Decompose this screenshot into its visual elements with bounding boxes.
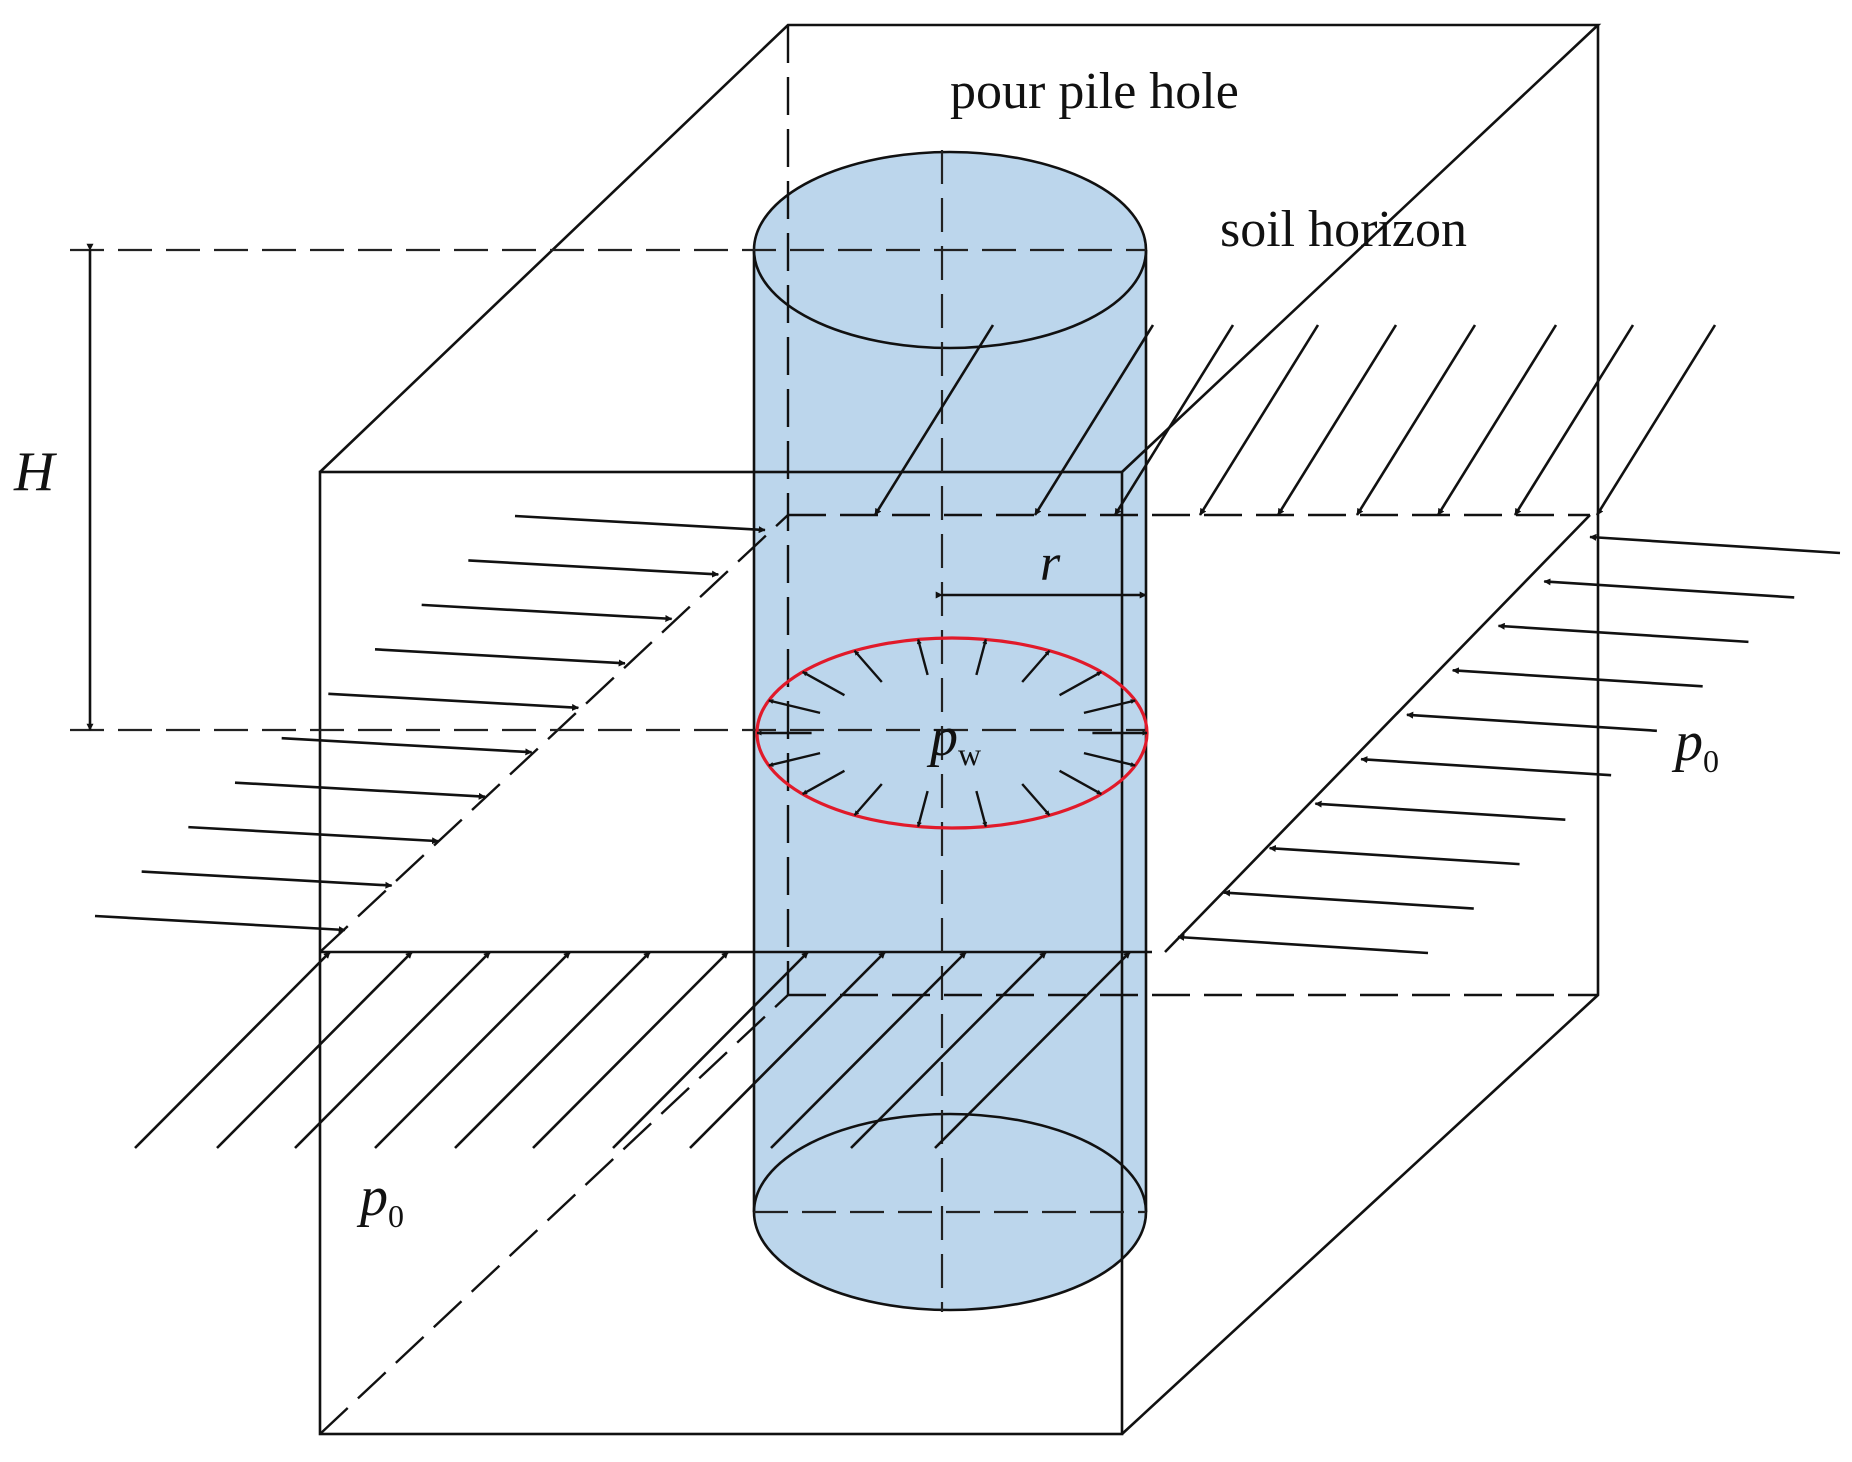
p0-arrow: [188, 825, 440, 845]
p0-arrow: [1268, 845, 1520, 866]
pw-arrow: [1083, 751, 1136, 767]
p0-right-sub: 0: [1703, 743, 1719, 779]
pw-arrow: [802, 670, 846, 697]
p0-arrow: [374, 951, 571, 1149]
pw-label-main: p: [926, 706, 958, 768]
p0-arrow: [141, 870, 393, 889]
p0-arrow: [468, 559, 720, 578]
p0-arrow: [1589, 533, 1841, 555]
p0-arrow: [374, 648, 626, 667]
pw-arrow: [916, 638, 929, 676]
pw-arrows: [756, 638, 1148, 828]
pw-arrow: [1058, 670, 1102, 697]
p0-arrow: [454, 951, 651, 1149]
pw-arrow: [853, 649, 883, 683]
p0-arrow: [1360, 756, 1612, 777]
p0-arrow: [1314, 800, 1566, 821]
p0-arrows-right: [1177, 533, 1841, 955]
p0-arrow: [94, 914, 346, 934]
cavity: [755, 636, 1149, 830]
pour-pile-hole-label: pour pile hole: [950, 63, 1239, 120]
p0-arrow: [1276, 324, 1398, 516]
p0-arrow: [216, 951, 413, 1149]
pw-arrow: [768, 699, 821, 715]
p0-left-main: p: [356, 1166, 388, 1228]
pw-arrow: [768, 751, 821, 767]
p0-arrow: [934, 951, 1131, 1149]
soil-horizon-label: soil horizon: [1220, 201, 1467, 258]
p0-arrows-back: [873, 324, 1717, 516]
p0-arrow: [770, 951, 967, 1149]
p0-arrow: [873, 324, 995, 516]
slice-plane: [319, 513, 1591, 954]
p0-arrow: [850, 951, 1047, 1149]
p0-left-sub: 0: [388, 1198, 404, 1234]
p0-arrow: [1355, 324, 1477, 516]
p0-arrow: [1198, 324, 1320, 516]
p0-arrow: [532, 951, 729, 1149]
p0-right-label: p0: [1671, 711, 1719, 779]
p0-arrow: [1595, 324, 1717, 516]
p0-right-main: p: [1671, 711, 1703, 773]
p0-arrow: [134, 951, 331, 1149]
p0-arrow: [514, 514, 766, 534]
p0-arrow: [1113, 324, 1235, 516]
p0-arrow: [421, 603, 673, 623]
hidden-bottom-edge: [319, 994, 789, 1435]
pw-arrow: [853, 783, 883, 817]
p0-arrow: [294, 951, 491, 1149]
p0-arrow: [612, 951, 809, 1149]
p0-arrow: [1513, 324, 1635, 516]
pw-label: pw: [926, 706, 981, 772]
pw-arrow: [1021, 649, 1051, 683]
p0-arrow: [1451, 667, 1703, 688]
p0-arrow: [234, 781, 486, 800]
p0-arrow: [1033, 324, 1155, 516]
pw-arrow: [1083, 699, 1136, 715]
p0-arrow: [1497, 622, 1749, 644]
p0-arrow: [1177, 933, 1429, 955]
H-label: H: [13, 441, 57, 503]
p0-left-label: p0: [356, 1166, 404, 1234]
p0-arrow: [689, 951, 886, 1149]
pw-arrow: [802, 769, 846, 796]
pw-arrow: [916, 790, 929, 828]
p0-arrows-left: [94, 514, 766, 934]
soil-block-top-back: [319, 23, 1602, 473]
p0-arrows-front: [134, 951, 1131, 1149]
p0-arrow: [1543, 578, 1795, 599]
pw-arrow: [1021, 783, 1051, 817]
p0-arrow: [328, 692, 580, 711]
pw-arrow: [975, 638, 988, 676]
p0-arrow: [1436, 324, 1558, 516]
p0-arrow: [1223, 889, 1474, 910]
r-label: r: [1040, 535, 1061, 592]
p0-arrow: [281, 736, 533, 756]
p0-arrow: [1406, 711, 1657, 733]
pw-label-sub: w: [958, 736, 981, 772]
reference-lines: [70, 150, 1146, 1312]
pw-arrow: [975, 790, 988, 828]
pw-arrow: [1058, 769, 1102, 796]
